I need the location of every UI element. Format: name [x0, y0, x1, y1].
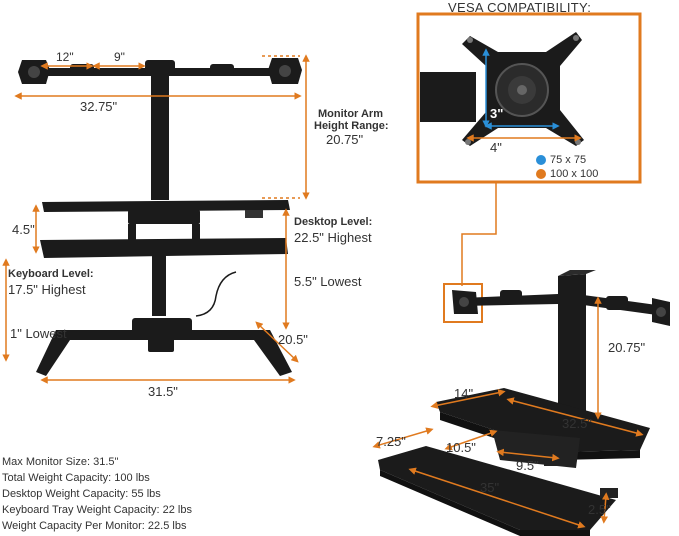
dim-12: 12" [56, 50, 74, 64]
desktop-highest: 22.5" Highest [294, 230, 372, 245]
desktop-lowest: 5.5" Lowest [294, 274, 362, 289]
spec-total-weight: Total Weight Capacity: 100 lbs [2, 472, 150, 484]
dim-20-5: 20.5" [278, 332, 308, 347]
dim-4-5: 4.5" [12, 222, 35, 237]
right-dim-35: 35" [480, 480, 500, 495]
vesa-callout [416, 12, 642, 323]
height-range-label: Height Range: [314, 120, 389, 132]
vesa-title: VESA COMPATIBILITY: [448, 0, 592, 15]
monitor-arm-label: Monitor Arm [318, 108, 383, 120]
keyboard-lowest: 1" Lowest [10, 326, 67, 341]
legend-75-label: 75 x 75 [550, 154, 587, 166]
right-dimension-lines [372, 296, 644, 529]
left-monitor-mount-icon [18, 60, 50, 84]
right-monitor-mount-icon [268, 58, 302, 84]
vesa-dim-4: 4" [490, 140, 502, 155]
orange-swatch-icon [536, 169, 546, 180]
spec-monitor-weight: Weight Capacity Per Monitor: 22.5 lbs [2, 520, 187, 532]
dim-31-5: 31.5" [148, 384, 178, 399]
keyboard-highest: 17.5" Highest [8, 282, 86, 297]
left-desk-front-view [18, 58, 302, 376]
right-dim-2-5: 2.5" [588, 502, 611, 517]
right-dim-32-5: 32.5" [562, 416, 592, 431]
dim-32-75: 32.75" [80, 99, 118, 114]
legend-100-label: 100 x 100 [550, 168, 599, 180]
arm-height-value: 20.75" [326, 132, 364, 147]
vesa-legend-100: 100 x 100 [536, 168, 598, 180]
vesa-plate-icon [462, 32, 584, 146]
left-dimension-lines [2, 54, 310, 384]
right-dim-20-75: 20.75" [608, 340, 646, 355]
right-dim-10-5: 10.5" [446, 440, 476, 455]
right-dim-14: 14" [454, 386, 474, 401]
dim-9: 9" [114, 50, 125, 64]
right-dim-9-5: 9.5" [516, 458, 539, 473]
spec-max-monitor: Max Monitor Size: 31.5" [2, 456, 119, 468]
right-dim-7-25: 7.25" [376, 434, 406, 449]
blue-swatch-icon [536, 155, 546, 166]
spec-list: Max Monitor Size: 31.5" Total Weight Cap… [2, 454, 192, 534]
spec-desktop-weight: Desktop Weight Capacity: 55 lbs [2, 488, 161, 500]
right-detail-mount-icon [452, 290, 478, 314]
desktop-level-label: Desktop Level: [294, 216, 373, 228]
vesa-dim-3: 3" [490, 106, 504, 121]
spec-keyboard-weight: Keyboard Tray Weight Capacity: 22 lbs [2, 504, 192, 516]
keyboard-level-label: Keyboard Level: [8, 268, 94, 280]
vesa-legend-75: 75 x 75 [536, 154, 586, 166]
right-detail-mount2-icon [652, 298, 670, 326]
